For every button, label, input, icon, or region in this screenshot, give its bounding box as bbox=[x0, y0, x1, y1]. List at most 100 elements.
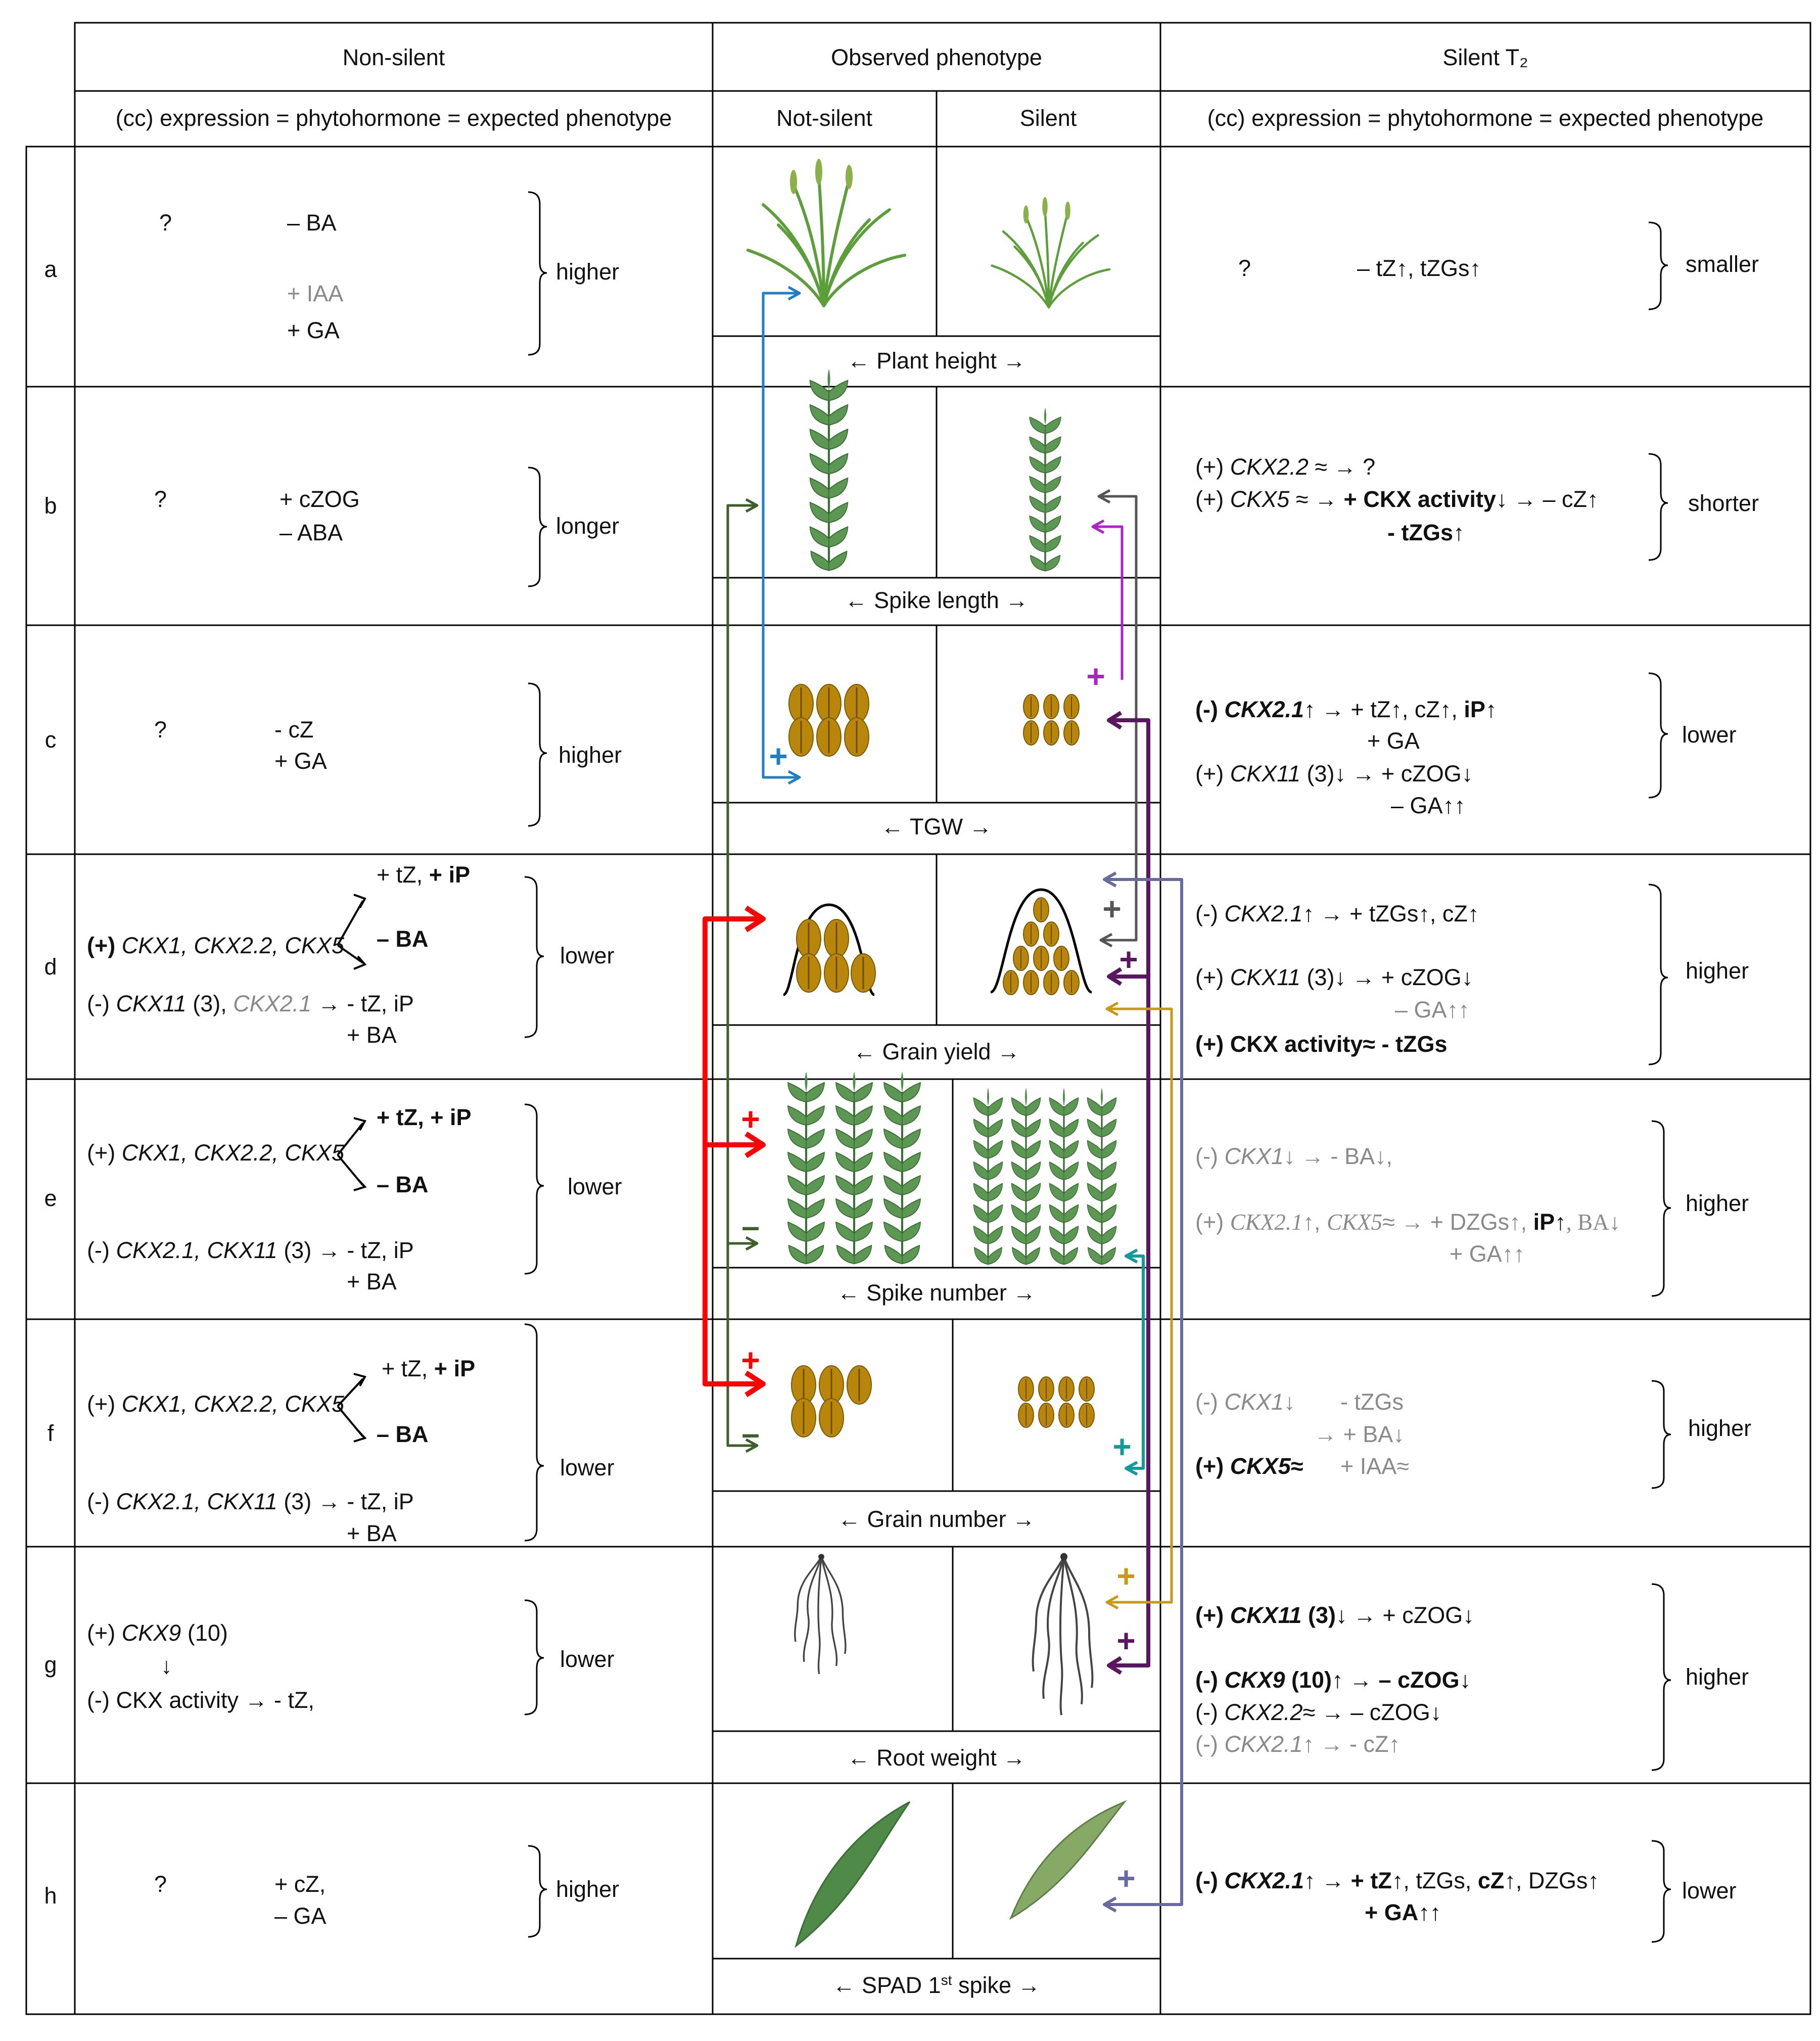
row-label-a: a bbox=[44, 256, 57, 282]
plus-red-e: + bbox=[741, 1101, 760, 1137]
caption-spike-number: ← Spike number → bbox=[837, 1280, 1036, 1306]
a-left-question: ? bbox=[159, 210, 172, 236]
header-silent-t2: Silent T₂ bbox=[1442, 44, 1528, 70]
d-left-line1: (+) CKX1, CKX2.2, CKX5 bbox=[87, 933, 344, 958]
c-left-line1: - cZ bbox=[274, 717, 314, 743]
row-label-c: c bbox=[44, 727, 57, 753]
brace-c-right bbox=[1648, 672, 1668, 799]
e-left-down: – BA bbox=[377, 1172, 429, 1197]
h-left-line1: + cZ, bbox=[274, 1871, 326, 1897]
d-left-up: + tZ, + iP bbox=[377, 862, 471, 888]
f-right-line3: (+) CKX5≈ bbox=[1195, 1453, 1303, 1479]
d-left-line4: + BA bbox=[347, 1022, 397, 1048]
header-non-silent: Non-silent bbox=[342, 44, 445, 70]
plus-magenta: + bbox=[1086, 658, 1105, 694]
row-label-f: f bbox=[47, 1420, 54, 1446]
f-left-result: lower bbox=[560, 1455, 615, 1480]
brace-a-right bbox=[1648, 221, 1668, 310]
caption-plant-height: ← Plant height → bbox=[847, 348, 1026, 374]
e-left-result: lower bbox=[568, 1174, 622, 1199]
e-right-line3: + GA↑↑ bbox=[1450, 1241, 1525, 1267]
brace-d-right bbox=[1648, 884, 1668, 1065]
e-right-line1: (-) CKX1↓ → - BA↓, bbox=[1195, 1143, 1393, 1169]
b-right-line1: (+) CKX2.2 ≈ → ? bbox=[1195, 454, 1376, 480]
d-left-result: lower bbox=[560, 943, 615, 968]
subheader-not-silent: Not-silent bbox=[776, 105, 873, 131]
g-left-result: lower bbox=[560, 1646, 615, 1672]
row-label-g: g bbox=[44, 1652, 57, 1678]
a-left-line1: – BA bbox=[287, 210, 337, 236]
f-right-line1: (-) CKX1↓ bbox=[1195, 1389, 1295, 1415]
row-label-e: e bbox=[44, 1185, 57, 1211]
plus-grey: + bbox=[1102, 891, 1122, 927]
grain-yield-silent-image bbox=[990, 888, 1092, 995]
g-left-line1: (+) CKX9 (10) bbox=[87, 1620, 228, 1646]
b-left-question: ? bbox=[154, 486, 167, 512]
gold-arrow bbox=[1107, 1007, 1173, 1604]
brace-f-right bbox=[1651, 1380, 1671, 1489]
b-left-line2: – ABA bbox=[279, 520, 343, 545]
e-left-line3: (-) CKX2.1, CKX11 (3) → - tZ, iP bbox=[87, 1237, 414, 1263]
c-right-line3: (+) CKX11 (3)↓ → + cZOG↓ bbox=[1195, 761, 1473, 786]
c-right-line1: (-) CKX2.1↑ → + tZ↑, cZ↑, iP↑ bbox=[1195, 697, 1497, 722]
f-left-line3: (-) CKX2.1, CKX11 (3) → - tZ, iP bbox=[87, 1489, 414, 1514]
red-arrow bbox=[703, 916, 761, 1386]
e-left-line4: + BA bbox=[347, 1269, 397, 1294]
magenta-arrow bbox=[1093, 525, 1124, 680]
row-label-b: b bbox=[44, 493, 57, 519]
subheader-left: (cc) expression = phytohormone = expecte… bbox=[115, 105, 672, 131]
f-left-line1: (+) CKX1, CKX2.2, CKX5 bbox=[87, 1391, 344, 1417]
d-left-down: – BA bbox=[377, 926, 429, 952]
plus-teal: + bbox=[1112, 1428, 1132, 1465]
a-right-question: ? bbox=[1238, 255, 1251, 281]
dark-purple-arrow bbox=[1109, 718, 1150, 1667]
plus-blue: + bbox=[769, 738, 788, 774]
g-right-line1: (+) CKX11 (3)↓ → + cZOG↓ bbox=[1195, 1602, 1474, 1628]
c-left-question: ? bbox=[154, 717, 167, 743]
c-left-result: higher bbox=[558, 742, 622, 768]
e-left-line1: (+) CKX1, CKX2.2, CKX5 bbox=[87, 1140, 344, 1166]
g-right-line2: (-) CKX9 (10)↑ → – cZOG↓ bbox=[1195, 1667, 1471, 1693]
b-right-result: shorter bbox=[1688, 490, 1759, 516]
d-right-line1: (-) CKX2.1↑ → + tZGs↑, cZ↑ bbox=[1195, 901, 1479, 926]
f-left-down: – BA bbox=[377, 1421, 429, 1447]
minus-green-f: – bbox=[741, 1415, 760, 1452]
brace-g-left bbox=[524, 1599, 544, 1715]
d-left-line3: (-) CKX11 (3), CKX2.1 → - tZ, iP bbox=[87, 991, 414, 1016]
c-right-line2: + GA bbox=[1367, 728, 1420, 754]
caption-spad: ← SPAD 1st spike → bbox=[832, 1972, 1041, 1998]
g-right-line3: (-) CKX2.2≈ → – cZOG↓ bbox=[1195, 1699, 1442, 1725]
a-right-result: smaller bbox=[1686, 251, 1759, 277]
g-left-arrow: ↓ bbox=[161, 1653, 172, 1679]
slate-arrow bbox=[1104, 878, 1183, 1906]
brace-d-left bbox=[524, 876, 544, 1038]
brace-b-right bbox=[1648, 453, 1668, 561]
c-left-line2: + GA bbox=[274, 748, 327, 774]
brace-e-right bbox=[1651, 1120, 1671, 1297]
b-left-line1: + cZOG bbox=[279, 486, 360, 512]
row-label-d: d bbox=[44, 954, 57, 980]
h-right-line2: + GA↑↑ bbox=[1365, 1899, 1441, 1925]
g-left-line3: (-) CKX activity → - tZ, bbox=[87, 1687, 314, 1713]
brace-f-left bbox=[524, 1323, 544, 1542]
caption-root-weight: ← Root weight → bbox=[847, 1745, 1026, 1771]
leaf-silent-image bbox=[1009, 1800, 1127, 1920]
grain-yield-not-silent-image bbox=[782, 903, 876, 996]
g-right-line4: (-) CKX2.1↑ → - cZ↑ bbox=[1195, 1731, 1401, 1757]
d-right-result: higher bbox=[1686, 958, 1749, 984]
d-right-line4: (+) CKX activity≈ - tZGs bbox=[1195, 1031, 1448, 1057]
e-right-result: higher bbox=[1686, 1190, 1749, 1216]
subheader-silent: Silent bbox=[1019, 105, 1077, 131]
brace-h-left bbox=[528, 1845, 547, 1938]
f-left-line4: + BA bbox=[347, 1520, 397, 1546]
row-label-h: h bbox=[44, 1883, 57, 1909]
h-left-question: ? bbox=[154, 1871, 167, 1897]
f-right-result: higher bbox=[1688, 1415, 1752, 1441]
d-right-line3: – GA↑↑ bbox=[1395, 997, 1470, 1023]
e-left-up: + tZ, + iP bbox=[377, 1104, 472, 1130]
e-right-line2: (+) CKX2.1↑, CKX5≈ → + DZGs↑, iP↑, BA↓ bbox=[1195, 1209, 1621, 1235]
